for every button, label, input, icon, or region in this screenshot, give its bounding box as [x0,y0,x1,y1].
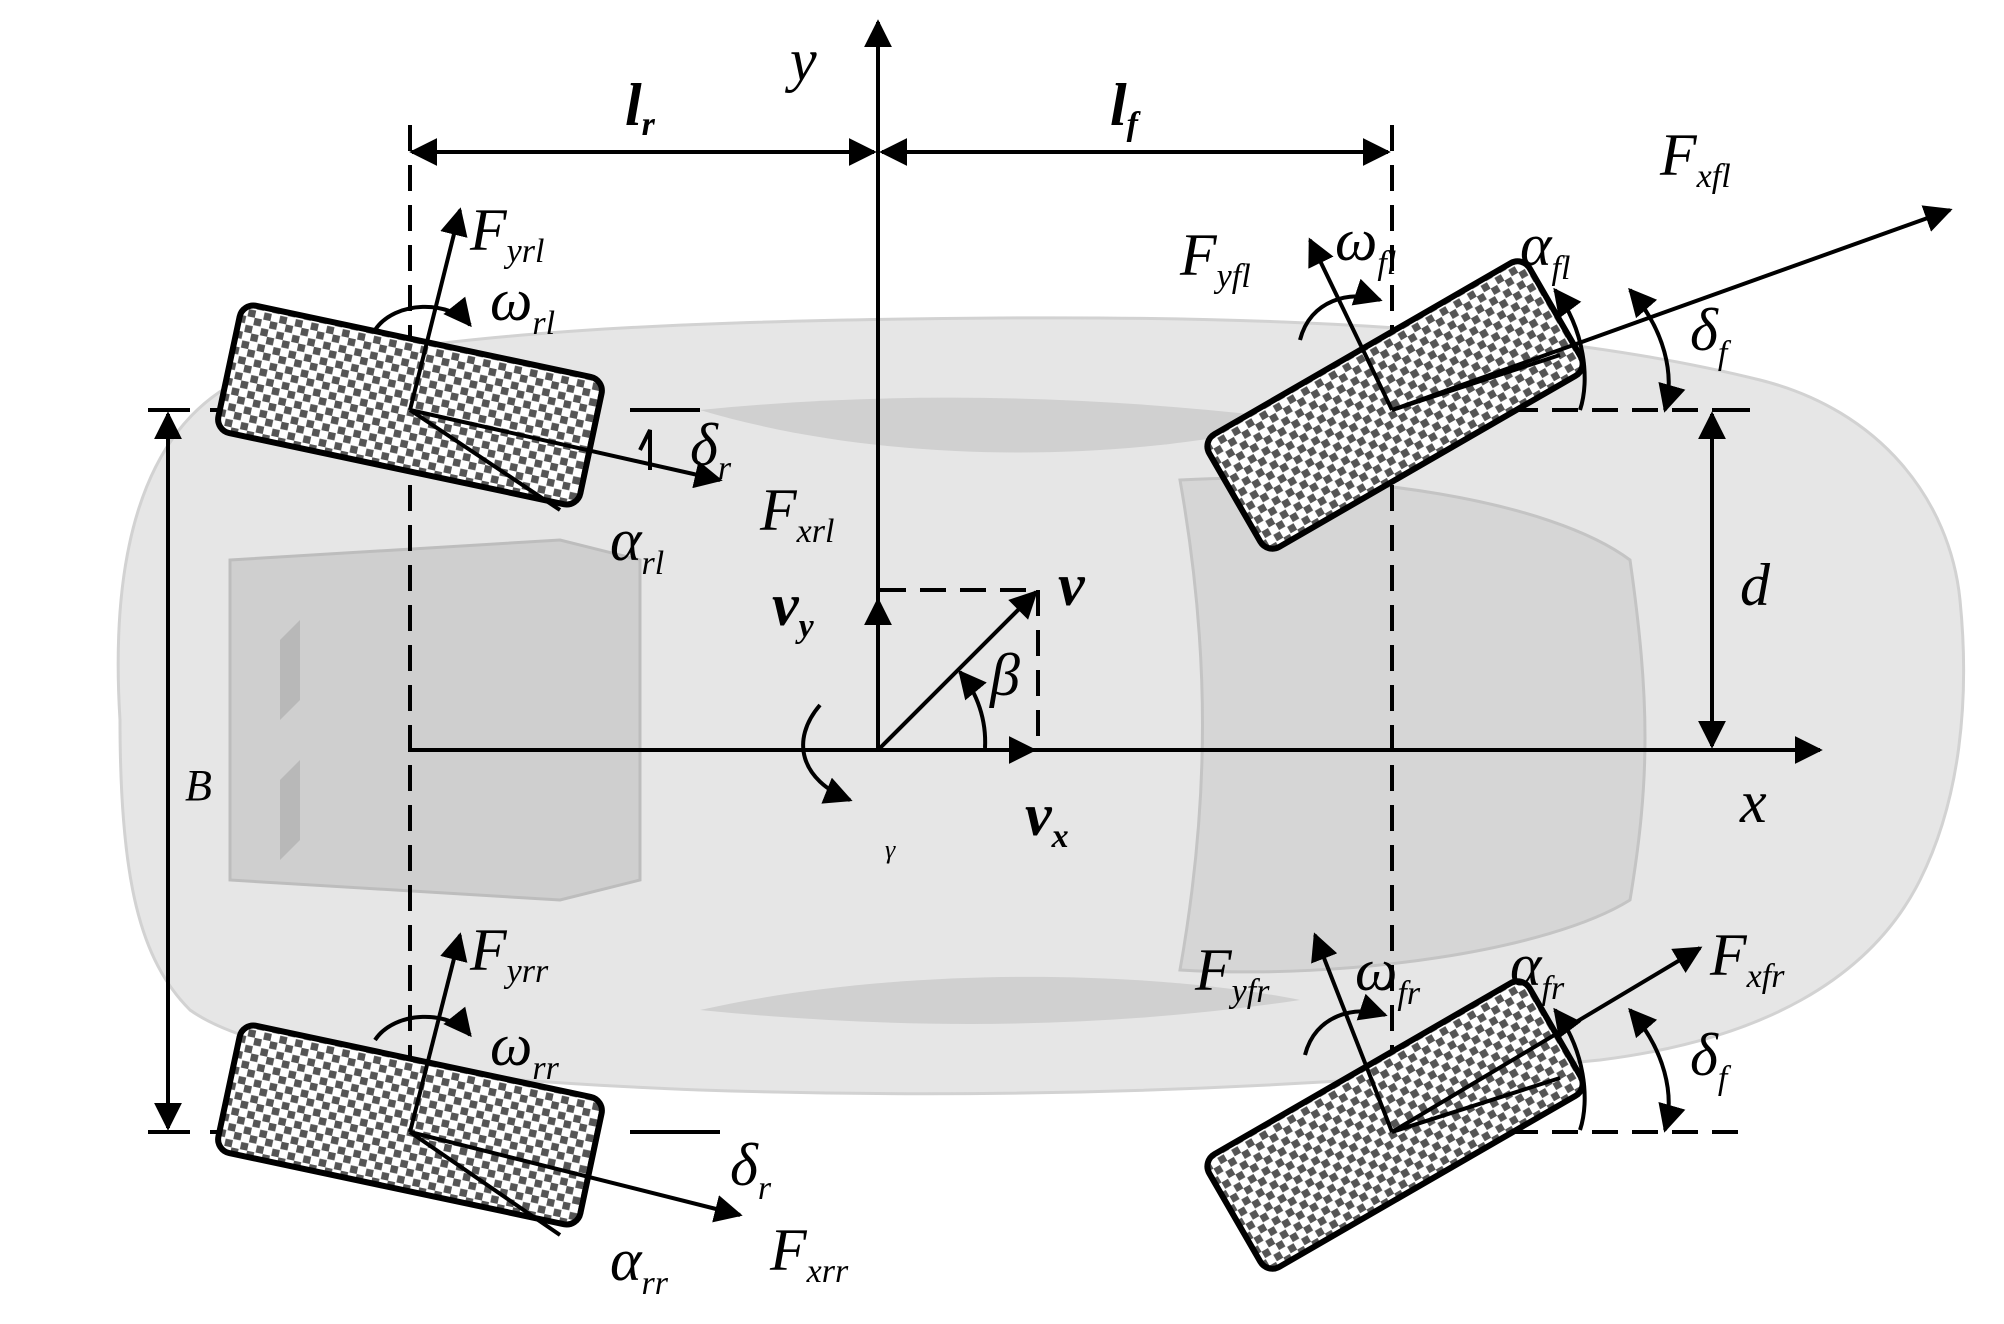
Fxfr-label: Fxfr [1709,922,1785,995]
velocity-label: v [1058,552,1086,618]
wrl-label: ωrl [490,267,555,342]
Fxrl-label: Fxrl [759,477,834,550]
Fyrr-label: Fyrr [469,917,549,990]
afl-label: αfl [1520,212,1570,287]
sideslip-angle-label: β [989,642,1020,708]
vy-label: vy [772,572,815,645]
yaw-rate-label: γ [885,835,896,864]
distance-d-label: d [1740,552,1771,618]
tire-front-left [1204,205,1953,552]
wrr-label: ωrr [490,1012,560,1087]
x-axis-label: x [1739,769,1767,835]
Fyfr-label: Fyfr [1194,937,1270,1010]
lf-label: lf [1110,72,1142,143]
y-axis-label: y [784,27,817,93]
labels: y x lr lf B d v vy vx β γ Fyrl ωrl δr Fx… [185,27,1785,1302]
dr-rear-left-label: δr [690,412,732,487]
yaw-rate-arrow [801,703,853,804]
track-width-label: B [185,761,212,810]
tire-front-right [1204,932,1703,1272]
wfl-label: ωfl [1335,207,1396,282]
tire-rear-left [215,207,723,512]
afr-label: αfr [1510,932,1565,1007]
beta-arc [958,669,988,749]
wfr-label: ωfr [1355,937,1421,1012]
arr-label: αrr [610,1227,669,1302]
dimension-lines [148,138,1726,1134]
lr-label: lr [625,72,656,143]
Fyfl-label: Fyfl [1179,222,1251,295]
vx-label: vx [1025,782,1069,855]
df-front-left-label: δf [1690,297,1732,372]
Fxfl-label: Fxfl [1659,122,1731,195]
velocity-vectors [801,590,1038,804]
arl-label: αrl [610,507,664,582]
Fxrr-label: Fxrr [769,1217,849,1290]
car-body [116,316,1966,1096]
tire-rear-right [215,932,743,1237]
Fyrl-label: Fyrl [469,197,544,270]
dr-rear-right-label: δr [730,1132,772,1207]
velocity-vector [876,590,1038,752]
